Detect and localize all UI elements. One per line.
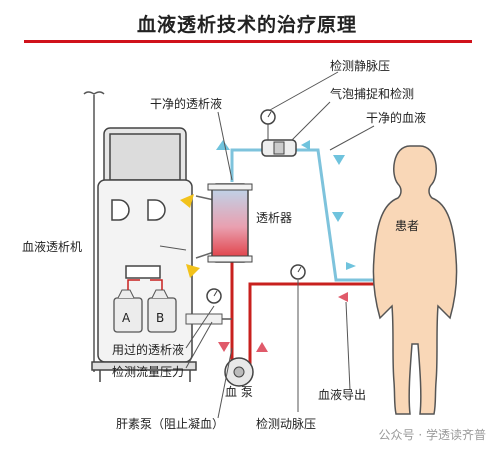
heparin-line (185, 313, 232, 325)
flow-arrows (180, 140, 356, 352)
label-blood-pump: 血 泵 (225, 385, 253, 399)
label-dialyzer: 透析器 (256, 211, 292, 225)
patient-figure (372, 145, 458, 415)
leader-lines (159, 71, 375, 419)
bubble-trap (261, 139, 297, 157)
title-underline (24, 40, 472, 43)
label-flow-pressure: 检测流量压力 (112, 364, 184, 379)
watermark: 公众号 · 学透读齐普 (378, 428, 486, 442)
label-arterial-pressure: 检测动脉压 (256, 416, 316, 431)
flow-pressure-gauge (206, 288, 222, 304)
iv-pole (83, 91, 105, 372)
label-machine: 血液透析机 (22, 239, 82, 254)
label-used-dialysate: 用过的透析液 (112, 342, 184, 357)
jug-a-label: A (122, 311, 131, 325)
diagram-title: 血液透析技术的治疗原理 (136, 14, 357, 36)
concentrate-jugs: A B (113, 279, 177, 333)
label-clean-dialysate: 干净的透析液 (150, 96, 222, 111)
label-clean-blood: 干净的血液 (366, 110, 426, 125)
label-venous-pressure: 检测静脉压 (330, 58, 390, 73)
dialyzer (207, 183, 253, 263)
venous-pressure-gauge (260, 109, 276, 125)
arterial-pressure-gauge (290, 264, 306, 280)
label-patient: 患者 (395, 219, 419, 233)
label-blood-out: 血液导出 (318, 387, 366, 402)
blood-pump (224, 357, 254, 387)
label-bubble-trap: 气泡捕捉和检测 (330, 86, 414, 101)
dialysate-lines (195, 195, 215, 259)
jug-b-label: B (156, 311, 164, 325)
label-heparin-pump: 肝素泵（阻止凝血） (116, 416, 224, 431)
